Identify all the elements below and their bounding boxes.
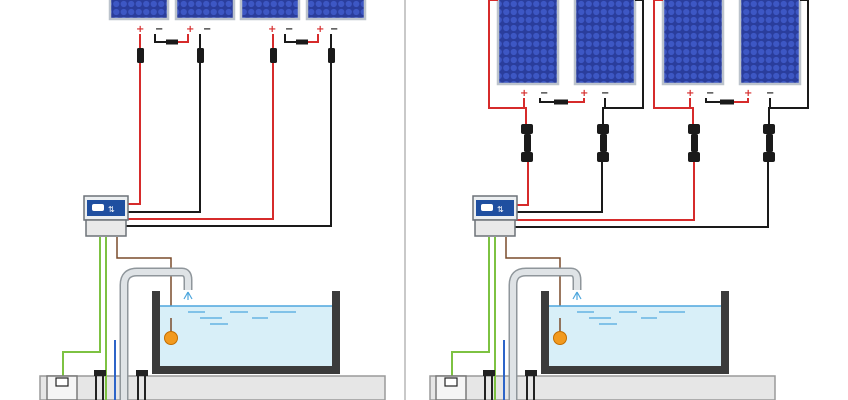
pump-controller: ⇅ — [472, 195, 518, 237]
sensor-wire — [451, 237, 490, 380]
borehole — [435, 370, 537, 400]
negative-terminal-label: − — [330, 24, 338, 35]
water-pipe — [510, 269, 580, 400]
ground — [39, 375, 386, 400]
solar-panel-1 — [108, 0, 170, 21]
solar-panel-1 — [496, 0, 560, 86]
float-switch — [553, 318, 567, 345]
solar-panel-3 — [239, 0, 301, 21]
series-jumper — [539, 98, 749, 105]
negative-wire — [126, 34, 332, 227]
series-jumper — [154, 34, 319, 45]
positive-terminal-label: + — [580, 88, 588, 99]
pump-controller-icon: ⇅ — [108, 205, 115, 214]
borehole — [46, 370, 148, 400]
negative-terminal-label: − — [766, 88, 774, 99]
negative-terminal-label: − — [203, 24, 211, 35]
water-spray — [183, 291, 193, 300]
pump-controller-icon: ⇅ — [497, 205, 504, 214]
negative-terminal-label: − — [285, 24, 293, 35]
positive-terminal-label: + — [136, 24, 144, 35]
solar-panel-4 — [738, 0, 802, 86]
solar-panel-2 — [174, 0, 236, 21]
water-tank — [541, 291, 729, 374]
negative-wire — [510, 0, 809, 228]
sensor-wire — [62, 237, 101, 380]
positive-terminal-label: + — [316, 24, 324, 35]
positive-terminal-label: + — [520, 88, 528, 99]
float-wire — [505, 237, 561, 320]
positive-wire — [488, 0, 695, 221]
solar-panel-4 — [305, 0, 367, 21]
positive-terminal-label: + — [268, 24, 276, 35]
water-pipe — [121, 269, 191, 400]
pump-controller: ⇅ — [83, 195, 129, 237]
float-wire — [116, 237, 172, 320]
positive-terminal-label: + — [686, 88, 694, 99]
negative-terminal-label: − — [540, 88, 548, 99]
positive-terminal-label: + — [186, 24, 194, 35]
water-spray — [572, 291, 582, 300]
solar-panel-2 — [573, 0, 637, 86]
positive-terminal-label: + — [744, 88, 752, 99]
negative-terminal-label: − — [706, 88, 714, 99]
mc4-connector — [137, 48, 335, 63]
negative-terminal-label: − — [601, 88, 609, 99]
left-configuration: + − + − + − + − — [39, 0, 386, 400]
ground — [429, 375, 776, 400]
water-tank — [152, 291, 340, 374]
positive-wire — [126, 34, 274, 220]
negative-terminal-label: − — [155, 24, 163, 35]
solar-panel-3 — [661, 0, 725, 86]
float-switch — [164, 318, 178, 345]
right-configuration: + − + − + − + − — [429, 0, 809, 400]
inline-fuse — [521, 124, 775, 162]
